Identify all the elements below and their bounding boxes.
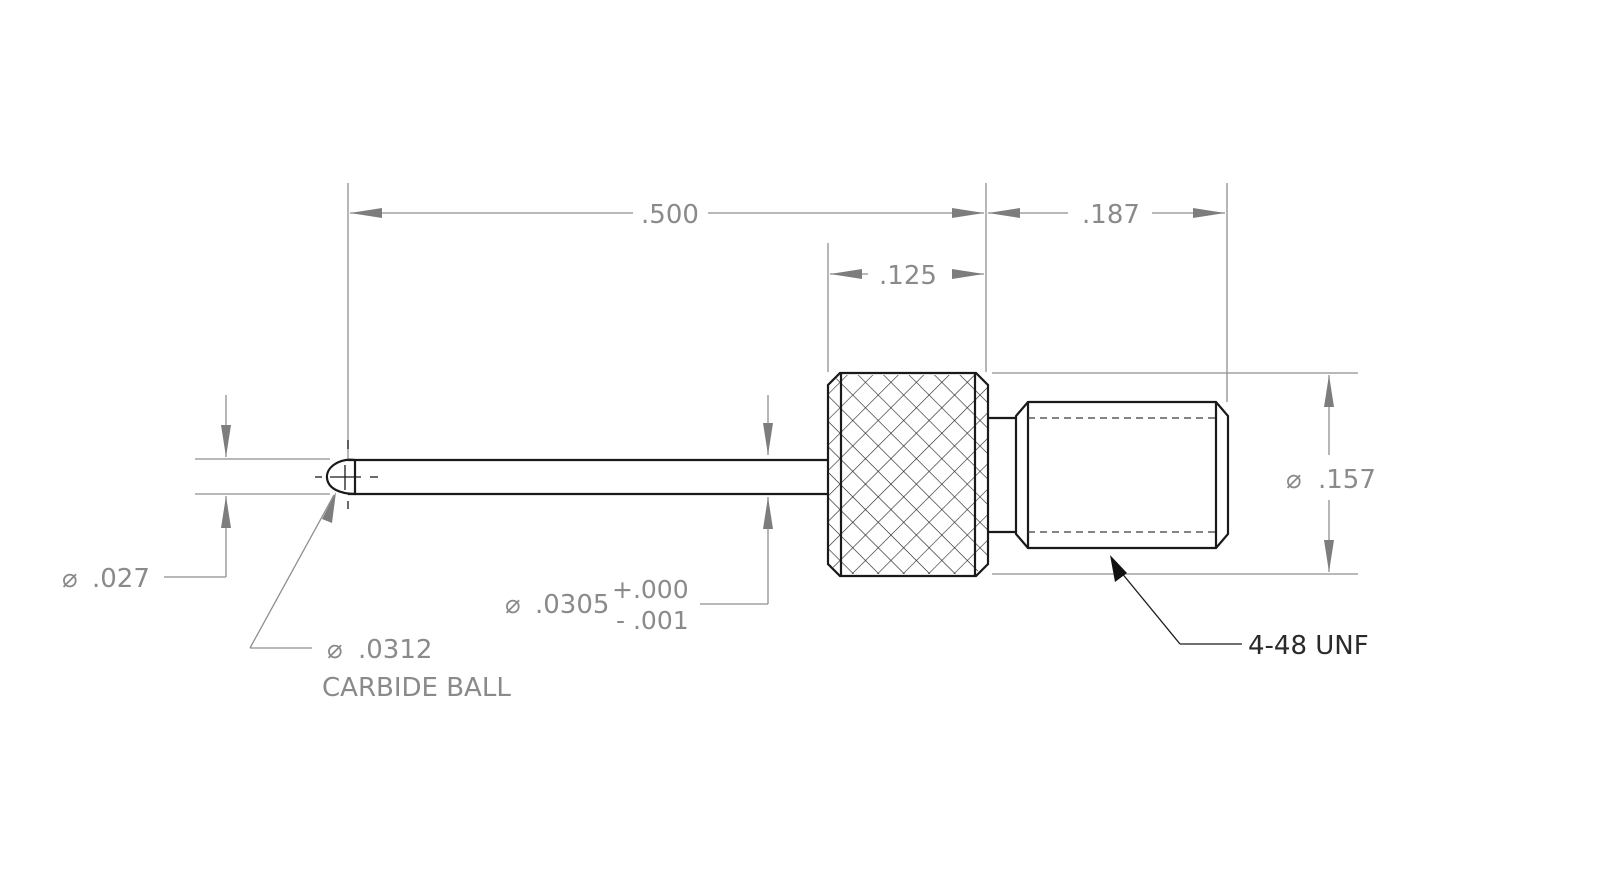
dim-knurl-length-text: .125 (879, 261, 937, 291)
neck (988, 416, 1016, 534)
dim-stem-diameter: ⌀ .0305 +.000 - .001 (505, 395, 773, 635)
dim-tip-diameter: ⌀ .027 (62, 395, 231, 594)
diameter-symbol: ⌀ (505, 590, 521, 620)
diameter-symbol: ⌀ (1286, 465, 1302, 495)
note-thread-spec: 4-48 UNF (1248, 631, 1369, 661)
note-ball-material: CARBIDE BALL (322, 673, 511, 703)
dim-stem-tol-plus: +.000 (612, 575, 689, 604)
dim-thread-length: .187 (988, 200, 1225, 230)
extension-lines (195, 183, 1358, 575)
dim-stem-diameter-text: .0305 (535, 590, 609, 620)
dim-ball-diameter-text: .0312 (358, 635, 432, 665)
dim-knurl-length: .125 (830, 261, 984, 291)
stylus-stem (315, 440, 828, 509)
threaded-shank (1014, 400, 1230, 550)
diameter-symbol: ⌀ (62, 564, 78, 594)
dim-overall-length-text: .500 (641, 200, 699, 230)
dim-shank-diameter-text: .157 (1318, 465, 1376, 495)
leader-thread: 4-48 UNF (1110, 555, 1369, 661)
dim-stem-tol-minus: - .001 (616, 606, 689, 635)
knurled-collar (826, 371, 990, 578)
leader-ball: ⌀ .0312 CARBIDE BALL (249, 492, 511, 703)
dim-shank-diameter: ⌀ .157 (1286, 375, 1376, 572)
dim-thread-length-text: .187 (1082, 200, 1140, 230)
dim-tip-diameter-text: .027 (92, 564, 150, 594)
dim-overall-length: .500 (350, 200, 984, 230)
diameter-symbol: ⌀ (327, 635, 343, 665)
